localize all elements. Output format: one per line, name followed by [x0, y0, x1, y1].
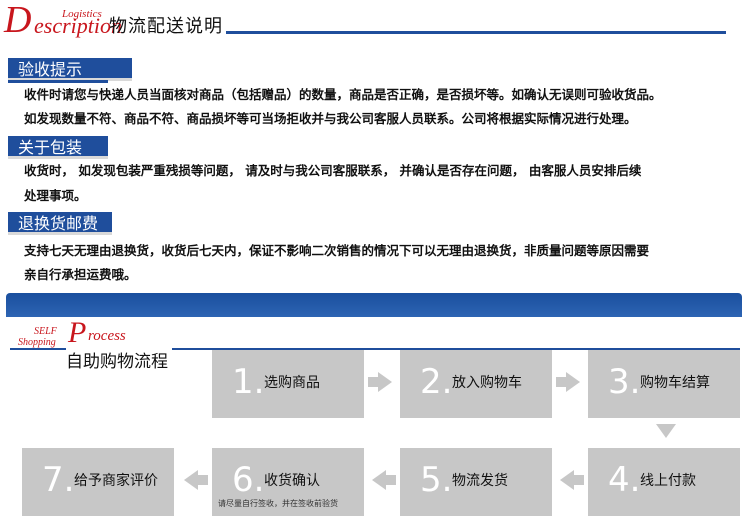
- step-number: 4.: [608, 460, 641, 500]
- arrow-left-icon: [386, 475, 396, 485]
- process-title: 自助购物流程: [66, 347, 172, 372]
- logo-small-text: Logistics: [62, 8, 102, 20]
- section-heading-packaging: 关于包装: [8, 136, 108, 159]
- arrow-left-icon: [198, 475, 208, 485]
- arrow-left-icon: [184, 470, 198, 490]
- section-text-line: 如发现数量不符、商品不符、商品损坏等可当场拒收并与我公司客服人员联系。公司将根据…: [24, 111, 637, 126]
- step-number: 3.: [608, 362, 641, 402]
- step-number: 5.: [420, 460, 453, 500]
- section-text-line: 处理事项。: [24, 188, 87, 203]
- step-number: 1.: [232, 362, 265, 402]
- process-step-7: 7. 给予商家评价: [22, 448, 174, 516]
- arrow-left-icon: [372, 470, 386, 490]
- process-step-4: 4. 线上付款: [588, 448, 740, 516]
- section-text-line: 支持七天无理由退换货，收货后七天内，保证不影响二次销售的情况下可以无理由退换货，…: [24, 243, 650, 258]
- section-heading-inspection: 验收提示: [8, 58, 132, 81]
- header-divider: [226, 31, 726, 34]
- logo-process: rocess: [88, 328, 126, 344]
- step-number: 2.: [420, 362, 453, 402]
- logo-shopping: Shopping: [18, 337, 56, 348]
- logo-self: SELF: [34, 326, 57, 337]
- arrow-right-icon: [368, 377, 378, 387]
- page-title: 物流配送说明: [109, 16, 223, 37]
- arrow-left-icon: [560, 470, 574, 490]
- logo-p: P: [68, 316, 87, 349]
- process-divider: [10, 348, 740, 350]
- section-heading-returns: 退换货邮费: [8, 212, 112, 235]
- process-step-2: 2. 放入购物车: [400, 350, 552, 418]
- step-label: 给予商家评价: [74, 473, 158, 489]
- arrow-right-icon: [566, 372, 580, 392]
- step-note: 请尽量自行签收，并在签收前验货: [218, 499, 338, 508]
- process-step-6: 6. 收货确认 请尽量自行签收，并在签收前验货: [212, 448, 364, 516]
- step-label: 线上付款: [640, 473, 696, 489]
- step-label: 收货确认: [264, 473, 320, 489]
- step-label: 放入购物车: [452, 375, 522, 391]
- section-text-line: 亲自行承担运费哦。: [24, 267, 137, 282]
- arrow-down-icon: [656, 424, 676, 438]
- section-text-line: 收件时请您与快递人员当面核对商品（包括赠品）的数量，商品是否正确，是否损坏等。如…: [24, 87, 662, 102]
- arrow-left-icon: [574, 475, 584, 485]
- section-text-line: 收货时， 如发现包装严重残损等问题， 请及时与我公司客服联系， 并确认是否存在问…: [24, 163, 642, 178]
- step-number: 7.: [42, 460, 75, 500]
- process-step-3: 3. 购物车结算: [588, 350, 740, 418]
- process-step-1: 1. 选购商品: [212, 350, 364, 418]
- step-number: 6.: [232, 460, 265, 500]
- process-banner: [6, 293, 742, 317]
- logo-letter-d: D: [4, 0, 32, 41]
- logo-word: escription: [34, 13, 122, 38]
- section-divider: [8, 80, 108, 83]
- arrow-right-icon: [556, 377, 566, 387]
- step-label: 选购商品: [264, 375, 320, 391]
- step-label: 购物车结算: [640, 375, 710, 391]
- process-step-5: 5. 物流发货: [400, 448, 552, 516]
- arrow-right-icon: [378, 372, 392, 392]
- step-label: 物流发货: [452, 473, 508, 489]
